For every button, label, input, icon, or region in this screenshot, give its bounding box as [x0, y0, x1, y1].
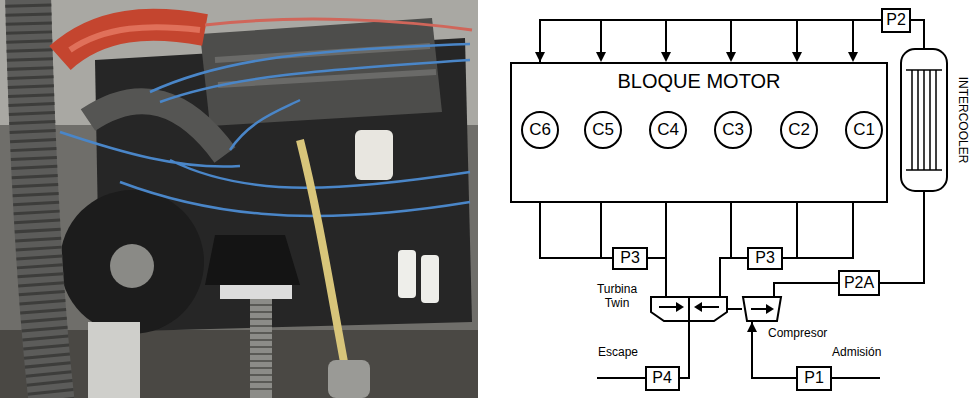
- turbine-symbol: Turbina Twin: [650, 296, 728, 322]
- arrowhead: [661, 52, 671, 62]
- pressure-label: P4: [652, 369, 672, 387]
- compressor-symbol-label: Compresor: [768, 327, 827, 341]
- turbine-symbol-label: Turbina Twin: [589, 282, 645, 310]
- flow-connector: [774, 283, 838, 296]
- compressor-outline: [742, 296, 782, 322]
- intercooler-outline: [901, 49, 947, 191]
- pressure-box: P2: [881, 8, 911, 33]
- cylinder-circle-label: C2: [788, 120, 810, 140]
- cylinder-circle: C5: [584, 111, 622, 149]
- flow-connector: [540, 203, 612, 258]
- photo-ground: [0, 0, 478, 398]
- pressure-label: P2: [886, 11, 906, 29]
- cylinder-circle: C3: [714, 111, 752, 149]
- arrowhead: [766, 304, 774, 314]
- flow-connector: [783, 203, 853, 258]
- hose-ribs: [28, 0, 52, 398]
- circle-outline: [781, 112, 817, 148]
- cylinder-circle: C1: [845, 111, 883, 149]
- stand: [88, 322, 140, 398]
- cylinder-part: [328, 360, 370, 398]
- turbine-outline: [651, 297, 727, 321]
- turbine-outline: [650, 296, 728, 322]
- red-hose-highlight: [70, 27, 200, 50]
- flow-connector: [728, 308, 742, 310]
- circle-outline: [585, 112, 621, 148]
- engine-block-label: BLOQUE MOTOR: [618, 70, 781, 93]
- arrowhead: [792, 52, 802, 62]
- cylinder-circle: C4: [649, 111, 687, 149]
- yellow-tube: [300, 140, 352, 398]
- arrowhead: [596, 52, 606, 62]
- pressure-box: P2A: [838, 270, 880, 296]
- fuel-filter: [398, 250, 416, 298]
- flow-connector: [648, 258, 666, 296]
- cylinder-circle-label: C1: [853, 120, 875, 140]
- label-anchor: Escape: [598, 345, 638, 359]
- branch-arrowheads: [596, 52, 858, 62]
- arrowhead: [726, 52, 736, 62]
- intercooler-outline: [900, 48, 948, 192]
- cylinder-circle: C6: [521, 111, 559, 149]
- oil-filter: [355, 130, 393, 180]
- label-anchor: Admisión: [832, 345, 881, 359]
- pressure-label: P3: [755, 249, 775, 267]
- pressure-box: P1: [796, 366, 832, 391]
- intercooler-tubes: [906, 70, 942, 170]
- intercooler: INTERCOOLER: [900, 48, 948, 192]
- red-hose: [60, 25, 205, 58]
- flywheel-housing: [60, 190, 204, 334]
- pressure-label: P2A: [844, 274, 874, 292]
- corrugated-hose: [28, 0, 52, 398]
- fuel-filter: [421, 255, 439, 303]
- mount-block: [220, 285, 292, 299]
- flywheel-hub: [110, 244, 154, 288]
- flow-connector: [720, 258, 747, 296]
- manifold-branch: [601, 20, 853, 54]
- compressor-flow-arrow: [751, 308, 767, 310]
- exhaust-outlet-line: [597, 377, 646, 379]
- flow-label: Escape: [598, 345, 638, 359]
- cylinder-circle-label: C6: [529, 120, 551, 140]
- pressure-box: P3: [612, 247, 648, 270]
- engine-photo: [0, 0, 480, 398]
- blue-wires: [60, 44, 470, 216]
- arrowhead: [676, 302, 684, 312]
- compressor-outline: [743, 297, 781, 321]
- pressure-box: P4: [645, 366, 680, 391]
- flow-connector: [880, 192, 924, 283]
- circle-outline: [846, 112, 882, 148]
- bolt-thread: [250, 305, 272, 389]
- pressure-label: P1: [804, 369, 824, 387]
- flow-connector: [680, 322, 690, 378]
- cylinder-circle-label: C4: [657, 120, 679, 140]
- arrowhead: [694, 302, 702, 312]
- engine-mount: [205, 235, 300, 285]
- compressor-symbol: Compresor: [742, 296, 782, 322]
- photo-wall: [0, 0, 478, 125]
- circle-outline: [715, 112, 751, 148]
- cylinder-circle: C2: [780, 111, 818, 149]
- pressure-box: P3: [747, 247, 783, 270]
- arrowhead: [848, 52, 858, 62]
- flow-connector: [911, 20, 924, 48]
- turbine-flow-arrows: [659, 297, 719, 321]
- intake-manifold-branches: [601, 20, 853, 54]
- circle-outline: [650, 112, 686, 148]
- cylinder-circle-label: C5: [592, 120, 614, 140]
- flow-label: Admisión: [832, 345, 881, 359]
- flow-connector: [540, 20, 881, 62]
- engine-block: C6 C5 C4 C3 C2 C1 BLOQUE MOTOR: [510, 62, 888, 203]
- cylinder-circle-label: C3: [722, 120, 744, 140]
- circle-outline: [522, 112, 558, 148]
- red-wire: [205, 19, 472, 30]
- intercooler-label: INTERCOOLER: [956, 65, 970, 175]
- intake-inlet-line: [831, 377, 880, 379]
- pressure-label: P3: [620, 249, 640, 267]
- mount-bolt: [250, 299, 272, 398]
